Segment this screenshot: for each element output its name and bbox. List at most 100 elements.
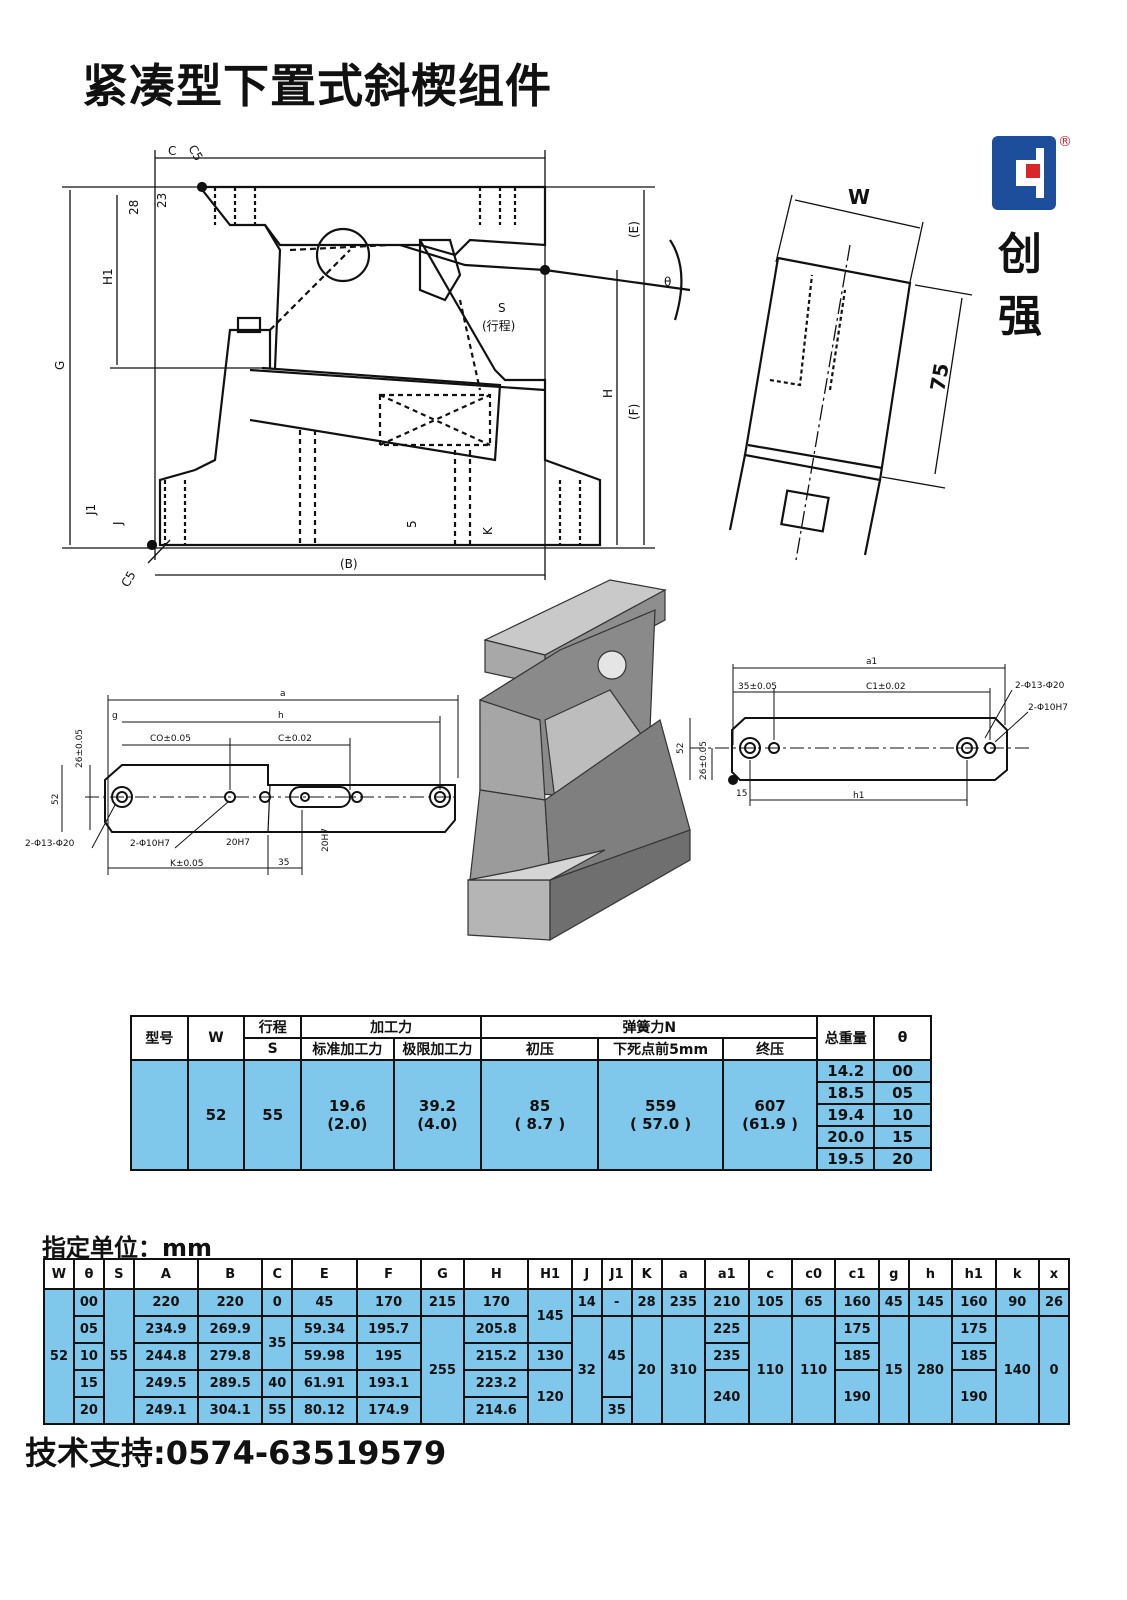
label-stroke: (行程) xyxy=(482,318,515,333)
technical-drawings: C C5 28 23 H1 G H (E) (F) S (行程) θ (B) J… xyxy=(25,143,1068,942)
plate-left-drawing xyxy=(61,695,460,875)
plate-right-35: 35±0.05 xyxy=(738,682,777,692)
cell-dim: 160 xyxy=(951,1288,997,1317)
cell-dim: 145 xyxy=(907,1288,954,1317)
plate-left-c: C±0.02 xyxy=(278,734,312,744)
cell-dim: 249.5 xyxy=(132,1369,200,1398)
cell-dim: 90 xyxy=(994,1288,1040,1317)
cell-weight: 19.4 xyxy=(816,1103,876,1127)
cell-dim: 65 xyxy=(790,1288,837,1317)
cell-dim: 215 xyxy=(419,1288,466,1317)
cell-dim: 289.5 xyxy=(197,1369,264,1398)
cell-theta: 05 xyxy=(873,1081,932,1105)
side-view-labels: C C5 28 23 H1 G H (E) (F) S (行程) θ (B) J… xyxy=(53,143,671,590)
th-final: 终压 xyxy=(721,1037,819,1061)
th-dim: J xyxy=(570,1258,603,1290)
cell-dim: 35 xyxy=(261,1315,294,1371)
plate-right-h1: h1 xyxy=(853,791,864,801)
plate-right-a1: a1 xyxy=(866,657,877,667)
cell-dim: 45 xyxy=(600,1315,633,1398)
cell-dim: 280 xyxy=(907,1315,954,1425)
plate-left-52: 52 xyxy=(51,794,61,805)
cell-dim: 193.1 xyxy=(355,1369,422,1398)
cell-dim: 225 xyxy=(704,1315,750,1344)
cell-dim: 14 xyxy=(570,1288,603,1317)
initial-value: 85 xyxy=(529,1097,551,1115)
th-dim: G xyxy=(419,1258,466,1290)
label-75: 75 xyxy=(925,361,953,393)
cell-dim: 110 xyxy=(790,1315,837,1425)
label-k: K xyxy=(481,526,495,535)
cell-theta: 10 xyxy=(873,1103,932,1127)
plate-left-k: K±0.05 xyxy=(170,859,203,869)
th-dim: K xyxy=(630,1258,663,1290)
cell-dim: 235 xyxy=(704,1342,750,1371)
cell-weight: 14.2 xyxy=(816,1059,876,1083)
th-dim: c xyxy=(747,1258,793,1290)
side-view-drawing xyxy=(62,150,691,580)
cell-dim: 52 xyxy=(43,1288,75,1425)
cell-dim: 0 xyxy=(261,1288,294,1317)
cell-dim: 249.1 xyxy=(132,1396,200,1425)
label-j: J xyxy=(111,521,125,526)
final-value: 607 xyxy=(754,1097,786,1115)
cell-dim: 0 xyxy=(1037,1315,1071,1425)
label-theta: θ xyxy=(664,275,671,289)
th-dim: J1 xyxy=(600,1258,633,1290)
max-force-value: 39.2 xyxy=(418,1097,456,1115)
cell-dim: 195.7 xyxy=(355,1315,422,1344)
cell-dim: 130 xyxy=(527,1342,573,1371)
cell-dim: 175 xyxy=(834,1315,880,1344)
cell-dim: 175 xyxy=(951,1315,997,1344)
cell-dim: 185 xyxy=(834,1342,880,1371)
th-dim: a xyxy=(660,1258,707,1290)
th-dim: θ xyxy=(72,1258,105,1290)
cell-dim: - xyxy=(600,1288,633,1317)
isometric-render xyxy=(467,579,691,942)
cell-dim: 190 xyxy=(951,1369,997,1425)
th-initial: 初压 xyxy=(480,1037,600,1061)
cell-s: 55 xyxy=(243,1059,303,1171)
cell-max-force: 39.2(4.0) xyxy=(392,1059,483,1171)
cell-dim: 174.9 xyxy=(355,1396,422,1425)
label-w: W xyxy=(848,185,870,209)
plate-left-20h7-b: 20H7 xyxy=(321,828,331,852)
label-h: H xyxy=(601,389,615,398)
plate-right-drawing xyxy=(689,664,1030,806)
cell-dim: 304.1 xyxy=(197,1396,264,1425)
th-dim: c1 xyxy=(834,1258,880,1290)
cell-weight: 18.5 xyxy=(816,1081,876,1105)
label-e: (E) xyxy=(627,221,641,238)
cell-dim: 28 xyxy=(630,1288,663,1317)
th-weight: 总重量 xyxy=(816,1015,876,1061)
cell-dim: 223.2 xyxy=(463,1369,530,1398)
cell-dim: 269.9 xyxy=(197,1315,264,1344)
support-phone: 技术支持:0574-63519579 xyxy=(25,1434,447,1472)
th-model: 型号 xyxy=(130,1015,189,1061)
cell-dim: 170 xyxy=(463,1288,530,1317)
cell-w: 52 xyxy=(186,1059,246,1171)
th-w: W xyxy=(186,1015,246,1061)
plate-right-52: 52 xyxy=(676,743,686,754)
cell-dim: 15 xyxy=(877,1315,910,1425)
th-stroke: 行程 xyxy=(243,1015,303,1039)
cell-theta: 20 xyxy=(873,1147,932,1171)
th-dim: c0 xyxy=(790,1258,837,1290)
max-force-sub: (4.0) xyxy=(417,1115,458,1133)
cell-dim: 20 xyxy=(72,1396,105,1425)
th-dim: A xyxy=(132,1258,200,1290)
cell-dim: 59.98 xyxy=(291,1342,358,1371)
brand-block: ® 创 强 xyxy=(990,130,1090,342)
th-max-force: 极限加工力 xyxy=(392,1037,483,1061)
cell-theta: 00 xyxy=(873,1059,932,1083)
cell-final: 607(61.9 ) xyxy=(721,1059,819,1171)
th-dim: h xyxy=(907,1258,954,1290)
cell-theta: 15 xyxy=(873,1125,932,1149)
cell-dim: 00 xyxy=(72,1288,105,1317)
label-5: 5 xyxy=(405,520,419,528)
cell-dim: 45 xyxy=(877,1288,910,1317)
th-s: S xyxy=(243,1037,303,1061)
plate-left-holes1: 2-Φ13-Φ20 xyxy=(25,839,75,849)
cell-dim: 15 xyxy=(72,1369,105,1398)
plate-left-c0: CO±0.05 xyxy=(150,734,191,744)
